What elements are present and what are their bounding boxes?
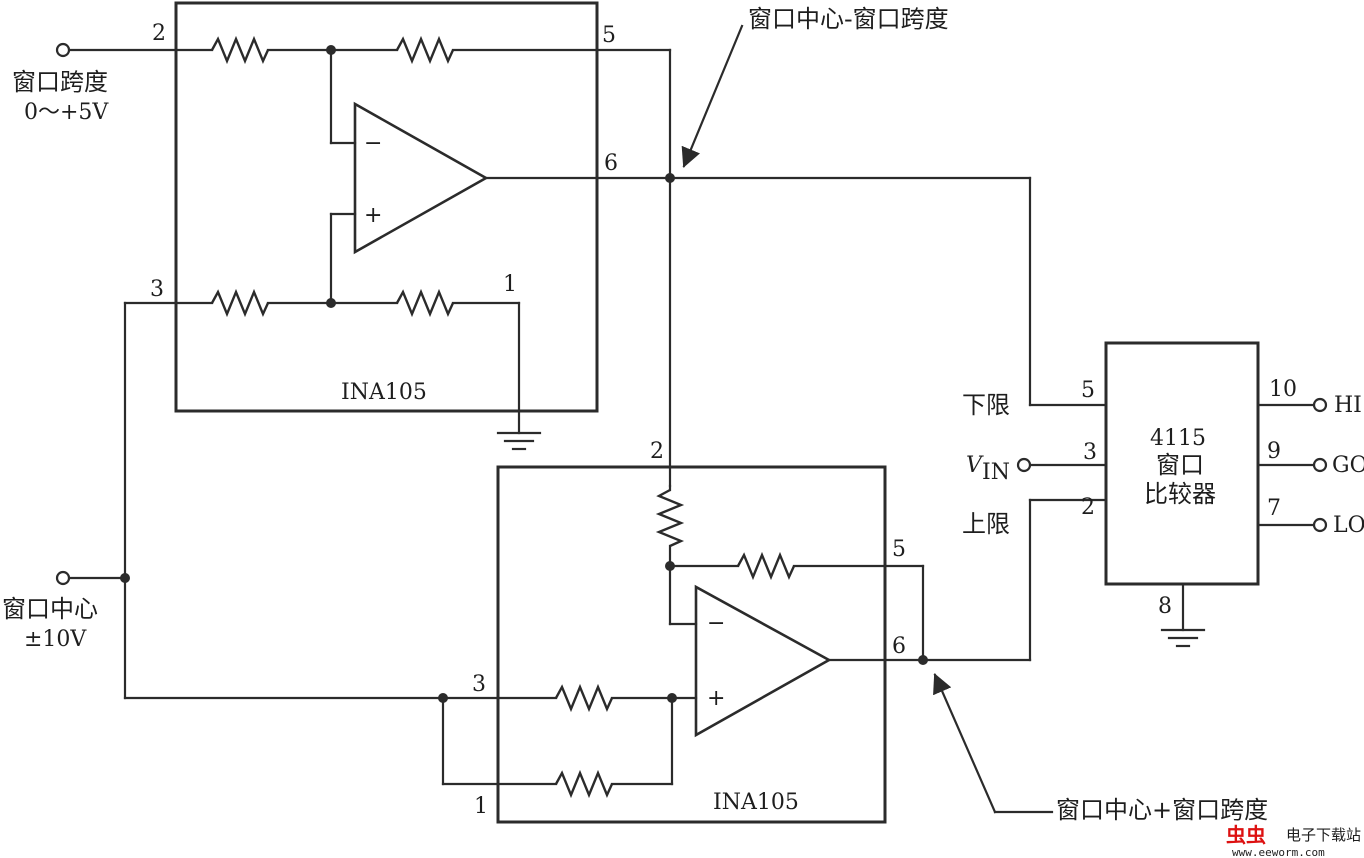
resistor-top-r1	[210, 35, 270, 65]
output-hi-terminal	[1312, 397, 1328, 413]
ina-top-part-label: INA105	[341, 380, 427, 405]
junction-top-minus	[326, 45, 336, 55]
center-input-label: 窗口中心	[2, 595, 98, 623]
comparator-part-number: 4115	[1150, 426, 1206, 451]
ina-top-pin-5: 5	[602, 23, 616, 48]
comparator-pin-10: 10	[1269, 377, 1297, 402]
output-go-terminal	[1312, 457, 1328, 473]
arrow-top	[681, 24, 744, 168]
resistor-top-r4	[395, 288, 455, 318]
junction-bottom-output	[918, 655, 928, 665]
ina-bottom-pin-2: 2	[650, 439, 664, 464]
span-input-label: 窗口跨度	[12, 68, 108, 96]
opamp-bottom	[694, 584, 832, 738]
label-center-minus-span: 窗口中心-窗口跨度	[748, 5, 949, 33]
ina-top-pin-1: 1	[503, 272, 517, 297]
ina-top-pin-3: 3	[150, 277, 164, 302]
comparator-name-line2: 比较器	[1144, 480, 1216, 508]
ina-top-pin-2: 2	[152, 21, 166, 46]
ina-bottom-pin-1: 1	[474, 794, 488, 819]
output-hi-label: HI	[1334, 393, 1362, 418]
ina-bottom-pin-6: 6	[892, 634, 906, 659]
ina-bottom-part-label: INA105	[713, 790, 799, 815]
span-input-terminal	[55, 42, 71, 58]
resistor-top-r3	[210, 288, 270, 318]
watermark-url: www.eeworm.com	[1232, 846, 1325, 858]
opamp-top	[353, 101, 489, 255]
ground-symbol-comparator	[1160, 628, 1206, 648]
comparator-name-line1: 窗口	[1156, 451, 1204, 479]
ina105-top: − + 2 3 5 6 1 INA105	[66, 1, 672, 451]
vin-label: V	[966, 453, 984, 478]
center-input-terminal	[55, 570, 71, 586]
ina105-bottom: − + 2 3 5 6 1 INA105	[441, 439, 1032, 824]
junction-center-input	[120, 573, 130, 583]
opamp-top-minus-sign: −	[364, 131, 382, 156]
label-center-plus-span: 窗口中心+窗口跨度	[1056, 796, 1268, 824]
resistor-bottom-r3	[554, 683, 614, 713]
ina105-bottom-outline	[496, 465, 887, 824]
span-input-range: 0～+5V	[24, 100, 109, 125]
vin-label-subscript: IN	[982, 460, 1010, 485]
watermark: 虫虫 电子下载站 www.eeworm.com	[1226, 823, 1361, 858]
comparator-pin-3: 3	[1083, 440, 1097, 465]
watermark-brand: 虫虫	[1226, 823, 1266, 847]
comparator-pin-9: 9	[1267, 439, 1281, 464]
output-lo-label: LO	[1333, 513, 1364, 538]
junction-bottom-pin3	[438, 693, 448, 703]
upper-limit-label: 上限	[962, 510, 1010, 538]
comparator-pin-7: 7	[1267, 496, 1281, 521]
ina105-top-outline	[174, 1, 599, 413]
ground-symbol-top	[496, 431, 542, 451]
comparator-4115: 4115 窗口 比较器 5 下限 3 V IN 2 上限 10 HI 9 GO …	[962, 341, 1364, 648]
lower-limit-label: 下限	[962, 391, 1010, 419]
resistor-bottom-r2	[736, 551, 796, 581]
comparator-pin-8: 8	[1158, 594, 1172, 619]
resistor-bottom-r1	[655, 488, 685, 548]
opamp-bottom-minus-sign: −	[707, 611, 725, 636]
ina-top-pin-6: 6	[604, 151, 618, 176]
junction-top-plus	[326, 298, 336, 308]
output-lo-terminal	[1312, 517, 1328, 533]
comparator-pin-5: 5	[1081, 378, 1095, 403]
ina-bottom-pin-5: 5	[892, 537, 906, 562]
comparator-pin-2: 2	[1081, 495, 1095, 520]
opamp-top-plus-sign: +	[364, 203, 382, 228]
resistor-top-r2	[395, 35, 455, 65]
arrow-bottom	[933, 673, 997, 814]
opamp-bottom-plus-sign: +	[707, 686, 725, 711]
center-input-range: ±10V	[24, 627, 87, 652]
output-go-label: GO	[1332, 453, 1364, 478]
vin-input-terminal	[1016, 457, 1032, 473]
resistor-bottom-r4	[554, 769, 614, 799]
watermark-tagline: 电子下载站	[1286, 826, 1361, 844]
ina-bottom-pin-3: 3	[472, 672, 486, 697]
